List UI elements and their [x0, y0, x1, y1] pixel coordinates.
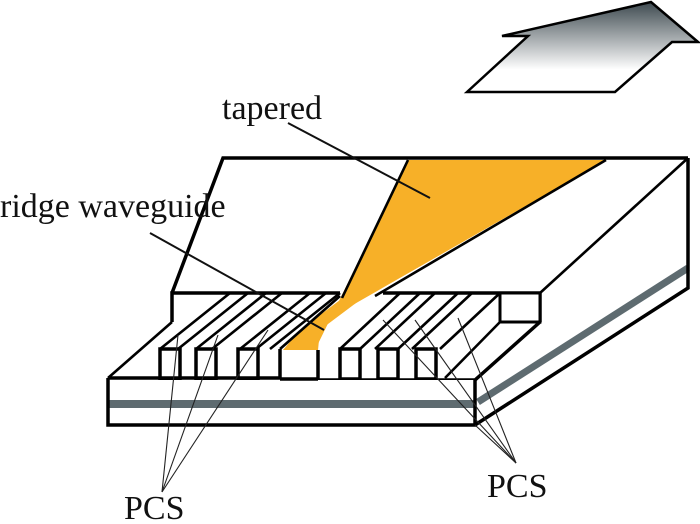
label-tapered: tapered	[222, 90, 322, 127]
pcs-right-leaders	[382, 317, 517, 464]
pcs-left-leaders	[161, 329, 269, 493]
tapered-region	[283, 158, 607, 350]
chip-top-surface	[170, 156, 689, 294]
ridge-waveguide-leader	[149, 232, 325, 331]
label-pcs-left: PCS	[124, 490, 185, 524]
active-layer	[108, 400, 475, 408]
tapered-leader	[287, 122, 431, 199]
chip-front-face	[106, 377, 477, 427]
pcs-left	[107, 291, 341, 381]
chip-side-face	[474, 158, 690, 427]
label-ridge-waveguide: ridge waveguide	[0, 188, 226, 225]
leader-lines	[149, 122, 517, 493]
output-arrow-icon	[463, 0, 700, 94]
label-pcs-right: PCS	[487, 468, 548, 505]
pcs-right	[316, 291, 542, 382]
